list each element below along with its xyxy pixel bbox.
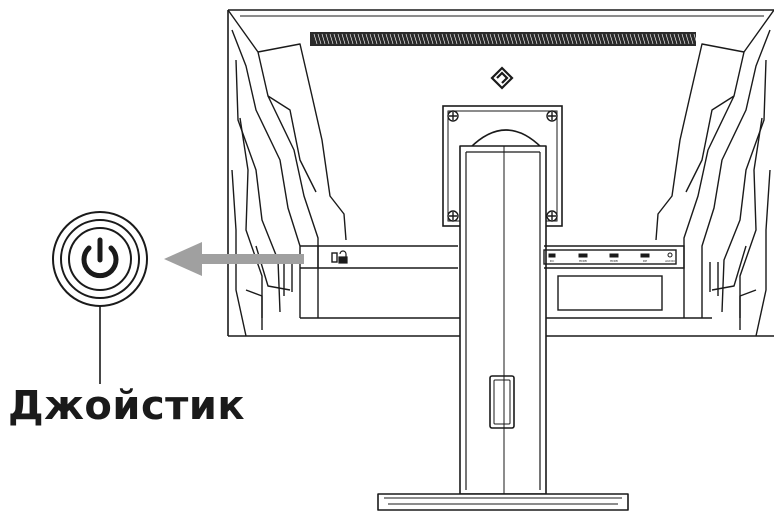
- left-wing-panel: [227, 9, 347, 337]
- joystick-button: [331, 252, 338, 263]
- rear-label-sticker: [557, 275, 663, 311]
- io-port-panel: [543, 245, 685, 269]
- vesa-screw: [447, 210, 459, 222]
- vesa-screw: [447, 110, 459, 122]
- brand-logo-icon: [490, 66, 514, 90]
- io-port: [548, 253, 556, 258]
- stand-column-detail: [465, 146, 541, 494]
- stand-base: [377, 493, 629, 511]
- right-wing-panel: [655, 9, 774, 337]
- callout-arrow: [164, 242, 304, 276]
- stand-column: [459, 145, 547, 495]
- joystick-label: Джойстик: [8, 383, 246, 429]
- io-port-label: DC: [550, 259, 554, 263]
- power-icon: [52, 211, 148, 307]
- io-port-label: AUDIO: [665, 259, 675, 263]
- io-port-label: DP: [643, 259, 647, 263]
- cable-management-hole: [489, 375, 515, 429]
- stand-hinge: [469, 129, 543, 149]
- io-port-glyphs: [548, 252, 673, 258]
- io-port: [640, 253, 650, 258]
- io-port: [609, 253, 619, 258]
- io-port-label: HDMI: [579, 259, 587, 263]
- io-port-label: HDMI: [610, 259, 618, 263]
- vesa-screw: [546, 210, 558, 222]
- io-port-labels: DC HDMI HDMI DP AUDIO: [550, 259, 676, 263]
- kensington-lock-icon: [338, 250, 348, 264]
- vesa-screw: [546, 110, 558, 122]
- vesa-screws: [447, 110, 558, 222]
- left-port-strip: [300, 245, 458, 269]
- top-vent-grille: [310, 32, 698, 46]
- io-port: [667, 252, 673, 258]
- io-port: [578, 253, 588, 258]
